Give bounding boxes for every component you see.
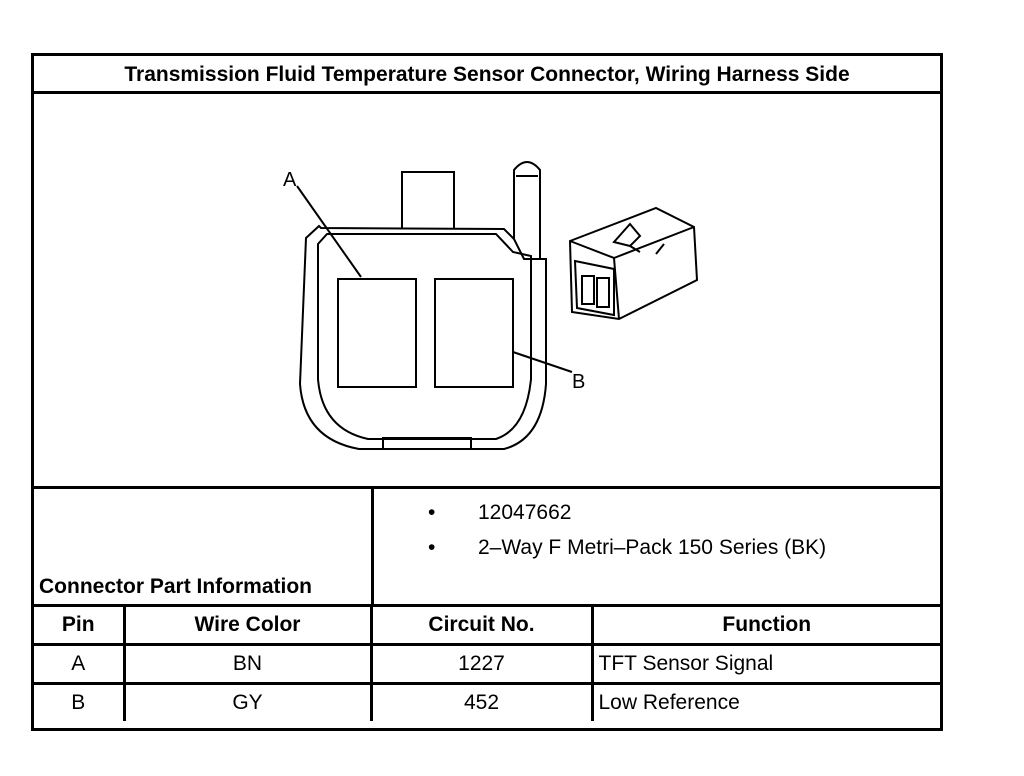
bullet-icon: • [428, 501, 436, 524]
connector-body [298, 161, 547, 450]
pin-a-label: A [283, 169, 297, 191]
connector-diagram: A B [34, 94, 940, 489]
connector-iso-view [568, 206, 699, 321]
part-info-list: • 12047662 • 2–Way F Metri–Pack 150 Seri… [428, 501, 827, 559]
pin-a-leader [296, 185, 362, 278]
table-row: B GY 452 Low Reference [34, 682, 940, 721]
header-function: Function [590, 607, 940, 646]
connector-drawing: A B [283, 161, 699, 450]
pin-a-cavity [337, 278, 417, 388]
pin-b-cavity [434, 278, 514, 388]
pin-b-label: B [572, 371, 585, 393]
table-row: A BN 1227 TFT Sensor Signal [34, 643, 940, 685]
connector-info-label-cell: Connector Part Information [34, 489, 374, 604]
connector-part-info: Connector Part Information • 12047662 • … [34, 489, 940, 607]
connector-info-sheet: Transmission Fluid Temperature Sensor Co… [31, 53, 943, 731]
connector-info-label: Connector Part Information [39, 575, 313, 598]
pin-table-header: Pin Wire Color Circuit No. Function [34, 607, 940, 646]
pin-b-leader [512, 351, 573, 373]
header-pin: Pin [34, 607, 126, 646]
bullet-icon: • [428, 536, 436, 559]
sheet-title: Transmission Fluid Temperature Sensor Co… [34, 56, 940, 94]
pin-table: Pin Wire Color Circuit No. Function A BN… [34, 607, 940, 721]
header-circuit-no: Circuit No. [369, 607, 594, 646]
header-wire-color: Wire Color [122, 607, 373, 646]
